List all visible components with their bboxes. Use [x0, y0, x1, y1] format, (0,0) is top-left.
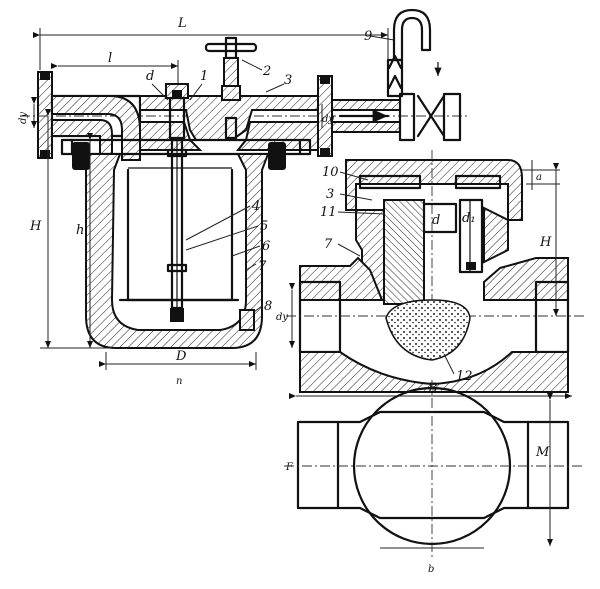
- trap-disc: [355, 198, 509, 305]
- label-1: 1: [200, 69, 208, 84]
- part-leaders: 4 5 6 7 8: [185, 199, 272, 314]
- dimension-dy-pipe: dу: [321, 104, 334, 128]
- label-11: 11: [320, 205, 337, 220]
- dimension-l: l: [51, 51, 179, 95]
- label-rd: d: [432, 213, 440, 228]
- label-dy-pipe: dу: [322, 114, 334, 125]
- dimension-H-h: H h: [29, 109, 112, 349]
- label-F: F: [285, 462, 294, 473]
- outlet-flange-pipe: [317, 75, 462, 157]
- label-dy-left: dу: [18, 112, 29, 124]
- label-rH: H: [539, 235, 552, 250]
- plan-view: M F b: [284, 380, 584, 575]
- label-M: M: [535, 445, 550, 460]
- label-d1: d₁: [462, 211, 476, 226]
- needle-valve: 2 3: [204, 36, 292, 140]
- trap-cap: [345, 150, 523, 320]
- label-a: a: [536, 172, 542, 183]
- label-h: h: [76, 223, 84, 238]
- label-8: 8: [264, 299, 272, 314]
- label-H: H: [29, 219, 42, 234]
- dimension-L: L: [33, 16, 389, 90]
- inlet-pipe: [51, 95, 141, 161]
- right-section-view: 10 3 11 7 12 d d₁ a H dу: [276, 150, 586, 575]
- label-r3: 3: [326, 187, 334, 202]
- label-7: 7: [258, 259, 267, 274]
- right-part-labels: 10 3 11 7 12 d d₁: [320, 165, 476, 384]
- trap-body: [286, 256, 586, 393]
- label-10: 10: [322, 165, 339, 180]
- right-dims-aH: a H: [522, 160, 560, 316]
- label-L: L: [177, 16, 187, 31]
- label-r7: 7: [324, 237, 333, 252]
- dimension-D: D n: [99, 349, 257, 387]
- label-b: b: [428, 564, 434, 575]
- label-6: 6: [262, 239, 270, 254]
- label-n: n: [176, 376, 182, 387]
- label-d: d: [146, 69, 154, 84]
- float-bucket: [118, 167, 240, 302]
- trap-housing: [72, 142, 286, 349]
- label-4: 4: [251, 199, 260, 214]
- label-5: 5: [260, 219, 268, 234]
- label-3: 3: [284, 73, 292, 88]
- label-2: 2: [262, 64, 271, 79]
- label-D: D: [175, 349, 187, 364]
- label-rdy: dу: [276, 312, 288, 323]
- outlet-riser: 9: [364, 8, 442, 98]
- left-section-view: L l: [18, 8, 470, 387]
- dimension-dy-left: dу: [18, 97, 37, 128]
- right-dim-dy: dу: [276, 283, 295, 348]
- label-l: l: [108, 51, 112, 66]
- label-9: 9: [364, 29, 372, 44]
- valve-stem: [165, 83, 189, 322]
- label-12: 12: [456, 369, 473, 384]
